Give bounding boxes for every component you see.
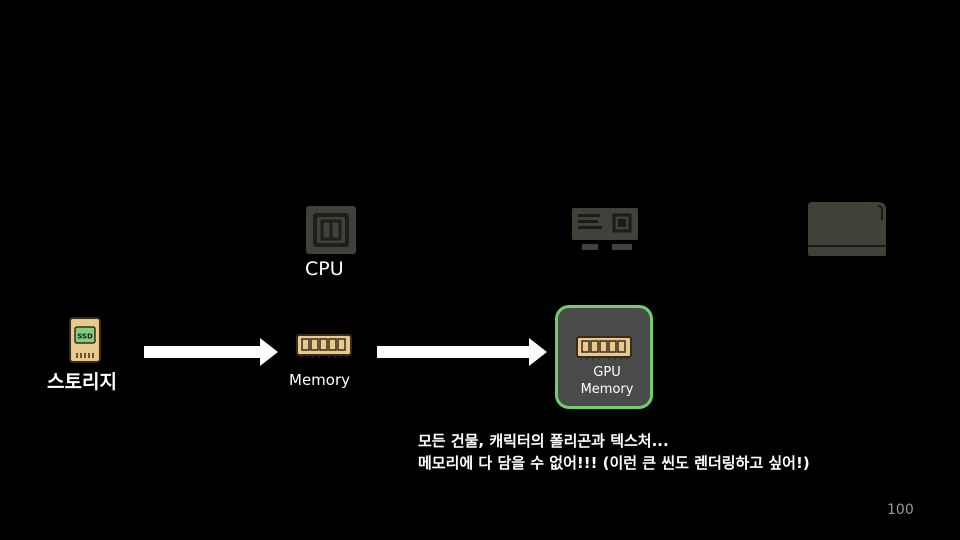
memory-label: Memory [289,371,351,389]
storage-label: 스토리지 [47,371,117,393]
gpu-card-icon [572,208,638,250]
note-line-2: 메모리에 다 담을 수 없어!!! (이런 큰 씬도 렌더링하고 싶어!) [418,454,810,472]
gpu-memory-icon [576,336,632,360]
monitor-icon [808,202,886,256]
arrow-memory-to-gpu [377,338,547,366]
gpu-memory-label: Memory [580,382,634,397]
page-number: 100 [887,502,914,518]
arrow-storage-to-memory [144,338,278,366]
memory-icon [296,334,352,358]
ssd-icon: SSD [69,317,101,363]
gpu-label: GPU [593,365,621,380]
note-line-1: 모든 건물, 캐릭터의 폴리곤과 텍스처... [418,432,669,450]
cpu-icon [306,206,356,254]
gpu-memory-box: GPU Memory [555,305,653,409]
cpu-label: CPU [305,258,344,280]
ssd-chip-text: SSD [77,333,93,341]
